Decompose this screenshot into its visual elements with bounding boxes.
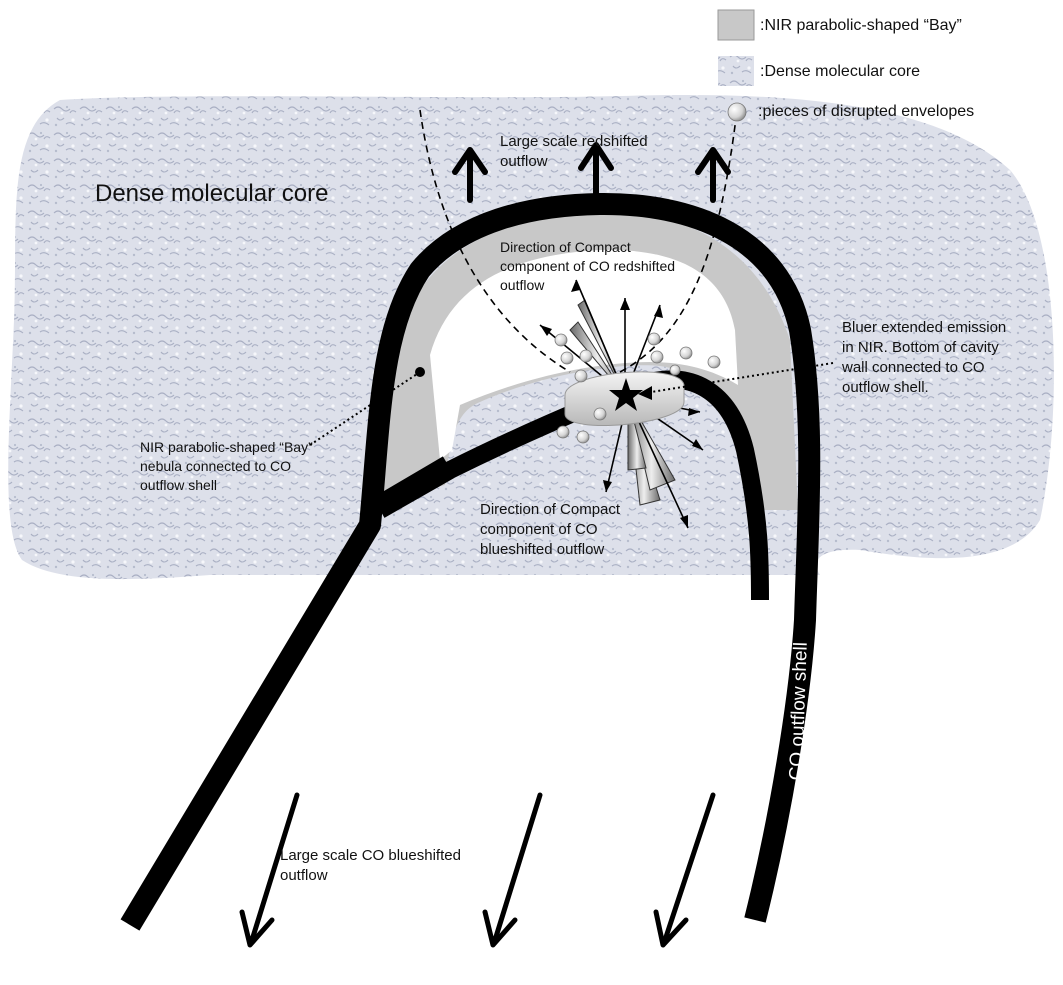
envelope-piece xyxy=(555,334,567,346)
bay-pointer-dot xyxy=(415,367,425,377)
bay-nebula-label: NIR parabolic-shaped “Bay”nebula connect… xyxy=(140,438,313,495)
envelope-piece xyxy=(680,347,692,359)
legend-core-text: :Dense molecular core xyxy=(760,62,920,82)
legend-swatch-core xyxy=(718,56,754,86)
envelope-piece xyxy=(651,351,663,363)
envelope-piece xyxy=(557,426,569,438)
envelope-piece xyxy=(670,365,680,375)
envelope-piece xyxy=(708,356,720,368)
legend-bay-text: :NIR parabolic-shaped “Bay” xyxy=(760,16,962,36)
legend-swatch-bay xyxy=(718,10,754,40)
large-blue-arrow-center xyxy=(485,795,540,945)
envelope-piece xyxy=(577,431,589,443)
legend-swatch-envelope xyxy=(728,103,746,121)
envelope-piece xyxy=(594,408,606,420)
envelope-piece xyxy=(580,350,592,362)
envelope-piece xyxy=(561,352,573,364)
envelope-piece xyxy=(648,333,660,345)
dense-core-label: Dense molecular core xyxy=(95,180,328,208)
envelope-piece xyxy=(575,370,587,382)
large-blue-arrow-right xyxy=(656,795,713,945)
legend-envelopes-text: :pieces of disrupted envelopes xyxy=(758,102,974,122)
